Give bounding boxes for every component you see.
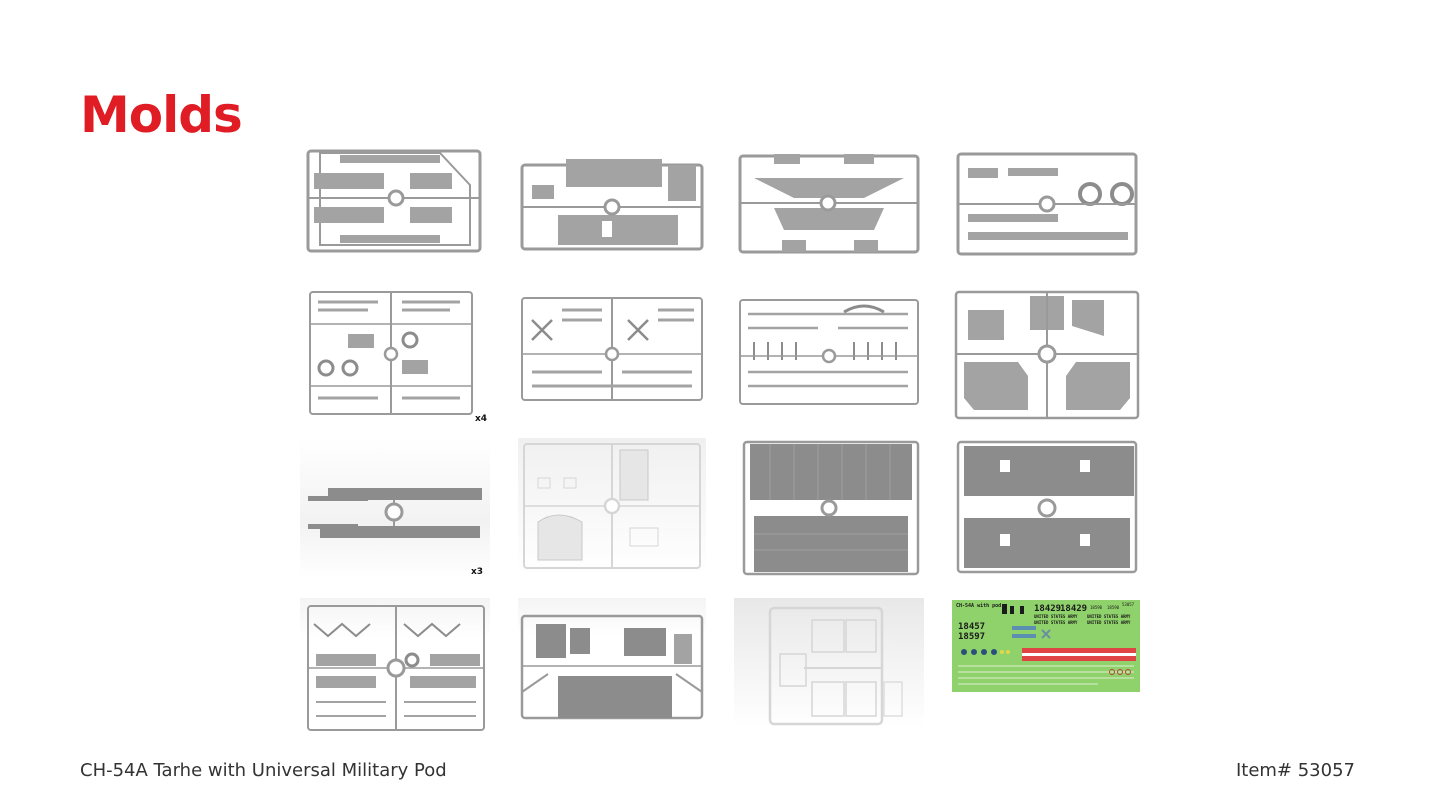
sprue-d	[952, 150, 1142, 258]
sprue-h	[952, 288, 1142, 422]
sprue-f	[518, 294, 706, 404]
sprue-l	[952, 438, 1142, 578]
decal-army-1: UNITED STATES ARMY	[1034, 614, 1078, 619]
product-name: CH-54A Tarhe with Universal Military Pod	[80, 760, 447, 781]
sprue-e	[306, 288, 476, 418]
item-number: Item# 53057	[1235, 760, 1355, 781]
sprue-o-clear	[734, 598, 924, 728]
decal-small-1: 18590	[1090, 605, 1103, 610]
sprue-k	[734, 438, 924, 578]
sprue-i	[300, 438, 490, 578]
sprue-c	[734, 148, 924, 258]
sprue-g	[734, 294, 924, 410]
decal-serial-b: 18457	[958, 622, 985, 632]
sprue-a	[300, 145, 490, 257]
decal-army-2: UNITED STATES ARMY	[1087, 614, 1131, 619]
sprue-j-clear	[518, 438, 706, 574]
sprue-m	[300, 598, 490, 734]
page-title: Molds	[80, 86, 243, 144]
decal-army-4: UNITED STATES ARMY	[1087, 620, 1131, 625]
decal-sheet: CH-54A with pod 53057 18429 18429 18590 …	[952, 600, 1140, 692]
sprue-b	[518, 155, 706, 253]
decal-code: 53057	[1122, 602, 1135, 607]
decal-serial-a2: 18429	[1060, 604, 1087, 614]
decal-army-3: UNITED STATES ARMY	[1034, 620, 1078, 625]
decal-serial-a1: 18429	[1034, 604, 1061, 614]
sprue-n	[518, 598, 706, 722]
sprue-e-quantity: x4	[475, 414, 488, 424]
sprue-i-quantity: x3	[471, 567, 484, 577]
decal-small-2: 18590	[1107, 605, 1120, 610]
decal-heading: CH-54A with pod	[956, 603, 1001, 609]
decal-serial-c: 18597	[958, 632, 985, 642]
